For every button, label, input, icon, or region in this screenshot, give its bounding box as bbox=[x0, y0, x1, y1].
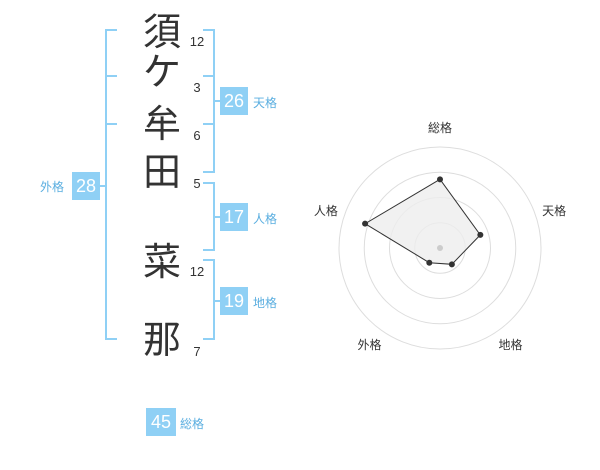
gaikaku-bracket bbox=[105, 29, 107, 340]
radar-axis-label-1: 総格 bbox=[428, 120, 452, 135]
radar-axis-label-3: 地格 bbox=[498, 337, 522, 352]
bracket-tick bbox=[105, 338, 117, 340]
radar-axis-label-5: 人格 bbox=[314, 203, 338, 218]
name-char-2: ケ bbox=[142, 50, 181, 94]
gaikaku-label: 外格 bbox=[40, 180, 65, 194]
radar-point-5 bbox=[362, 220, 369, 227]
radar-point-1 bbox=[437, 176, 443, 183]
tenkaku-label: 天格 bbox=[253, 96, 278, 110]
name-char-4: 田 bbox=[142, 150, 181, 194]
radar-axis-label-2: 天格 bbox=[542, 203, 566, 218]
bracket-connector bbox=[215, 216, 220, 218]
bracket-tick bbox=[203, 29, 215, 31]
bracket-tick bbox=[105, 75, 117, 77]
bracket-tick bbox=[105, 29, 117, 31]
jinkaku-label: 人格 bbox=[253, 212, 278, 226]
radar-ring bbox=[363, 171, 517, 325]
radar-axis-label-4: 外格 bbox=[357, 337, 381, 352]
soukaku-value: 45 bbox=[146, 408, 176, 436]
bracket-tick bbox=[203, 338, 215, 340]
bracket-connector bbox=[215, 100, 220, 102]
bracket-tick bbox=[203, 75, 213, 77]
stroke-count-3: 6 bbox=[193, 128, 201, 143]
bracket-tick bbox=[203, 123, 213, 125]
name-char-3: 牟 bbox=[142, 102, 181, 146]
bracket-tick bbox=[203, 171, 215, 173]
name-char-1: 須 bbox=[142, 10, 181, 54]
radar-ring bbox=[338, 146, 542, 350]
radar-point-2 bbox=[477, 231, 484, 238]
stroke-count-5: 12 bbox=[189, 264, 205, 279]
radar-points bbox=[362, 176, 484, 268]
bracket-tick bbox=[203, 182, 215, 184]
jinkaku-value: 17 bbox=[220, 203, 248, 231]
soukaku-label: 総格 bbox=[180, 417, 205, 431]
radar-point-4 bbox=[426, 259, 433, 266]
bracket-tick bbox=[203, 259, 215, 261]
bracket-tick bbox=[105, 123, 117, 125]
stroke-count-2: 3 bbox=[193, 80, 201, 95]
bracket-connector bbox=[215, 300, 220, 302]
radar-point-3 bbox=[448, 261, 455, 268]
jinkaku-bracket bbox=[213, 182, 215, 251]
chikaku-label: 地格 bbox=[253, 296, 278, 310]
chikaku-value: 19 bbox=[220, 287, 248, 315]
name-char-5: 菜 bbox=[142, 240, 181, 284]
chikaku-bracket bbox=[213, 259, 215, 340]
stroke-count-6: 7 bbox=[193, 344, 201, 359]
bracket-connector bbox=[100, 185, 105, 187]
gaikaku-value: 28 bbox=[72, 172, 100, 200]
stroke-count-1: 12 bbox=[189, 34, 205, 49]
name-char-6: 那 bbox=[142, 318, 181, 362]
bracket-tick bbox=[203, 249, 215, 251]
stroke-count-4: 5 bbox=[193, 176, 201, 191]
tenkaku-bracket bbox=[213, 29, 215, 173]
radar-center-dot bbox=[437, 245, 443, 251]
tenkaku-value: 26 bbox=[220, 87, 248, 115]
radar-polygon bbox=[364, 178, 481, 265]
